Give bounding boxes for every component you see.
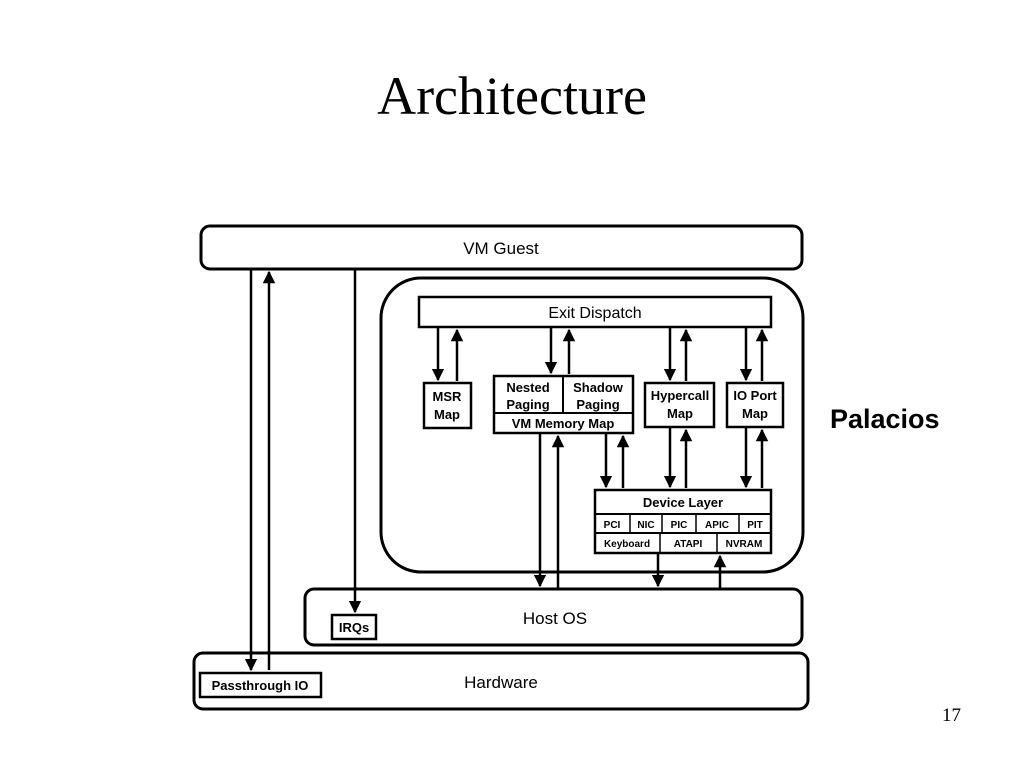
device-pic: PIC: [671, 520, 688, 531]
memory-map-group: Nested Paging Shadow Paging VM Memory Ma…: [492, 374, 635, 435]
hypercall-map-box: Hypercall Map: [643, 381, 716, 429]
device-nic: NIC: [637, 520, 654, 531]
msr-map-line2: Map: [434, 407, 460, 422]
page-number: 17: [942, 705, 961, 726]
shadow-paging-line2: Paging: [576, 397, 619, 412]
shadow-paging-line1: Shadow: [573, 380, 624, 395]
device-pci: PCI: [604, 520, 621, 531]
passthrough-io-label: Passthrough IO: [212, 678, 309, 693]
nested-paging-line2: Paging: [506, 397, 549, 412]
host-os-label: Host OS: [523, 609, 587, 628]
device-keyboard: Keyboard: [604, 539, 650, 550]
host-os-box: Host OS: [303, 587, 804, 647]
device-nvram: NVRAM: [726, 539, 763, 550]
connector-arrows: [244, 270, 769, 672]
device-layer-title: Device Layer: [643, 495, 723, 510]
hypercall-map-line2: Map: [667, 406, 693, 421]
io-port-map-line2: Map: [742, 406, 768, 421]
hypercall-map-line1: Hypercall: [651, 388, 710, 403]
hardware-box: Hardware: [192, 651, 810, 711]
irqs-label: IRQs: [339, 620, 369, 635]
vm-guest-label: VM Guest: [463, 239, 539, 258]
hardware-label: Hardware: [464, 673, 538, 692]
device-atapi: ATAPI: [674, 539, 703, 550]
io-port-map-line1: IO Port: [733, 388, 777, 403]
slide-title: Architecture: [377, 66, 647, 126]
device-apic: APIC: [705, 520, 729, 531]
device-layer-box: Device Layer PCI NIC PIC APIC PIT Keyboa…: [593, 488, 773, 555]
io-port-map-box: IO Port Map: [725, 381, 785, 429]
vm-memory-map-label: VM Memory Map: [512, 416, 615, 431]
irqs-box: IRQs: [330, 613, 378, 641]
exit-dispatch-box: Exit Dispatch: [417, 295, 773, 329]
msr-map-line1: MSR: [433, 389, 463, 404]
vm-guest-box: VM Guest: [199, 224, 804, 271]
device-pit: PIT: [747, 520, 763, 531]
exit-dispatch-label: Exit Dispatch: [548, 305, 641, 322]
msr-map-box: MSR Map: [422, 381, 473, 430]
passthrough-io-box: Passthrough IO: [198, 671, 323, 699]
palacios-label: Palacios: [830, 404, 940, 434]
nested-paging-line1: Nested: [506, 380, 549, 395]
